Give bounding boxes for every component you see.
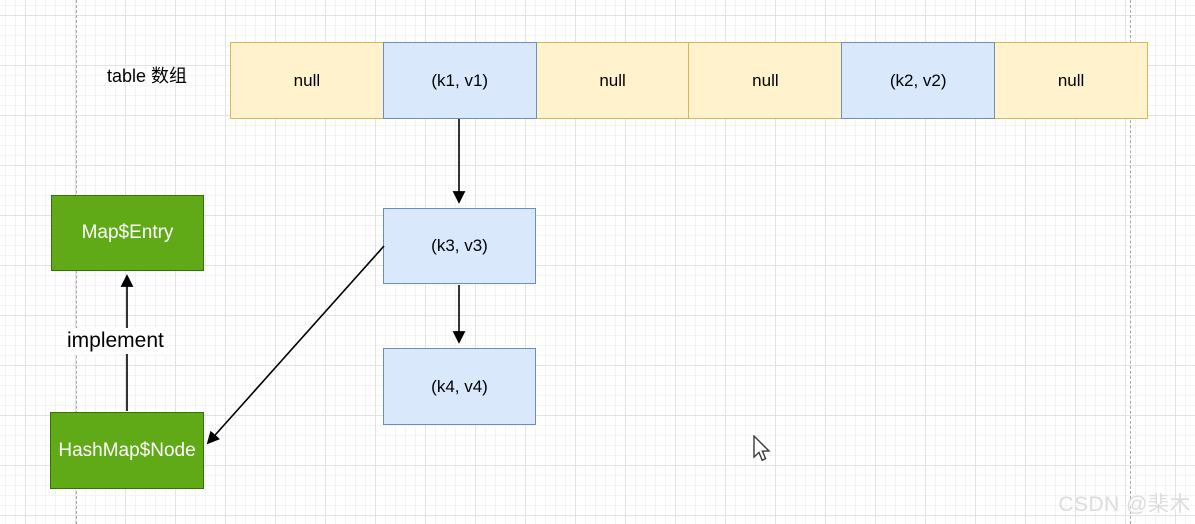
array-cell-0-null[interactable]: null [230,42,384,119]
hashmap-table-array: null (k1, v1) null null (k2, v2) null [230,42,1148,119]
array-cell-3-null[interactable]: null [688,42,843,119]
array-cell-5-null[interactable]: null [994,42,1148,119]
node-k3v3[interactable]: (k3, v3) [383,208,536,284]
page-boundary-right [1130,0,1131,524]
table-array-label: table 数组 [106,66,188,86]
mouse-cursor-icon [753,435,771,462]
implement-edge-label: implement [63,328,168,354]
class-box-map-entry[interactable]: Map$Entry [51,195,204,271]
csdn-watermark: CSDN @棐木 [1058,493,1191,516]
array-cell-4-k2v2[interactable]: (k2, v2) [841,42,996,119]
array-cell-2-null[interactable]: null [535,42,690,119]
node-k4v4[interactable]: (k4, v4) [383,348,536,425]
array-cell-1-k1v1[interactable]: (k1, v1) [382,42,537,119]
arrow-k3-to-hashmap-node [206,245,385,445]
class-box-hashmap-node[interactable]: HashMap$Node [50,412,204,489]
